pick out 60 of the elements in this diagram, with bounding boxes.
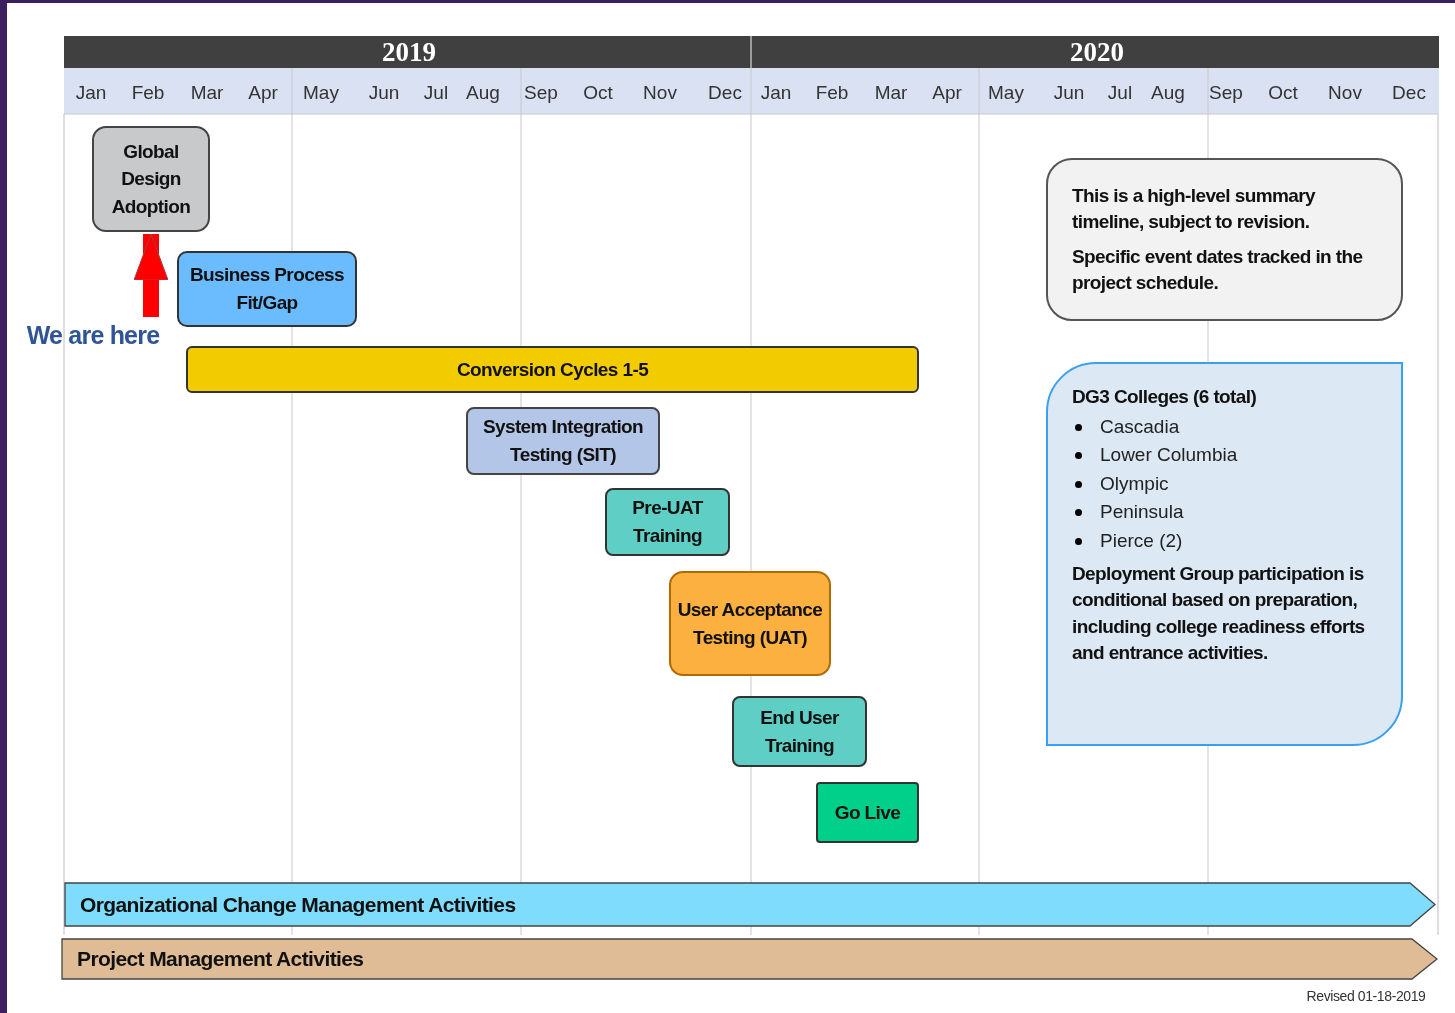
phase-box bbox=[177, 251, 357, 327]
month-label: Dec bbox=[1392, 82, 1426, 104]
phase-bar bbox=[186, 346, 919, 393]
month-label: May bbox=[988, 82, 1024, 104]
month-label: Mar bbox=[190, 82, 224, 104]
location-text: We are here bbox=[14, 318, 172, 352]
month-label: Feb bbox=[815, 82, 849, 104]
phase-label: Pre-UAT Training bbox=[631, 496, 705, 548]
year-label: 2020 bbox=[1070, 36, 1124, 68]
college-list-item: Olympic bbox=[1072, 469, 1377, 499]
revision-note: Revised 01-18-2019 bbox=[1306, 988, 1426, 1004]
college-list-item: Cascadia bbox=[1072, 412, 1377, 442]
month-label: Nov bbox=[1328, 82, 1362, 104]
note-text: This is a high-level summary timeline, subject to revision. bbox=[1072, 184, 1317, 235]
month-label: Feb bbox=[131, 82, 165, 104]
month-label: Apr bbox=[932, 82, 962, 104]
info-box bbox=[1046, 362, 1403, 746]
phase-label: Conversion Cycles 1-5 bbox=[456, 357, 649, 382]
box-paragraph: Deployment Group participation is conditional based on preparation, including college readiness efforts and entrance activities. bbox=[1072, 562, 1366, 665]
phase-label: End User Training bbox=[759, 705, 840, 758]
month-label: Oct bbox=[583, 82, 613, 104]
college-list-item: Lower Columbia bbox=[1072, 441, 1377, 470]
month-label: Dec bbox=[708, 82, 742, 104]
month-label: Jul bbox=[1107, 82, 1133, 104]
phase-box bbox=[466, 407, 660, 475]
phase-box bbox=[605, 488, 730, 556]
college-list-item: Pierce (2) bbox=[1072, 526, 1377, 556]
month-label: Aug bbox=[466, 82, 500, 104]
month-label: Oct bbox=[1268, 82, 1298, 104]
phase-label: Business Process Fit/Gap bbox=[188, 263, 346, 315]
month-label: Jan bbox=[760, 82, 792, 104]
band-label: Project Management Activities bbox=[77, 946, 364, 973]
phase-box bbox=[732, 696, 867, 767]
activity-band bbox=[64, 882, 1436, 927]
month-label: Aug bbox=[1151, 82, 1185, 104]
note-box bbox=[1046, 158, 1403, 321]
month-label: Mar bbox=[874, 82, 908, 104]
phase-box bbox=[669, 571, 831, 676]
month-label: Sep bbox=[1209, 82, 1243, 104]
month-label: Jul bbox=[423, 82, 449, 104]
month-label: Nov bbox=[643, 82, 677, 104]
activity-band bbox=[61, 938, 1438, 980]
phase-label: Go Live bbox=[834, 800, 901, 825]
month-label: Sep bbox=[524, 82, 558, 104]
milestone-box bbox=[92, 126, 210, 232]
phase-label: Global Design Adoption bbox=[110, 139, 192, 219]
band-label: Organizational Change Management Activities bbox=[80, 891, 516, 918]
phase-label: User Acceptance Testing (UAT) bbox=[676, 597, 824, 650]
milestone-box bbox=[816, 782, 919, 843]
month-label: May bbox=[303, 82, 339, 104]
up-arrow bbox=[133, 233, 169, 317]
month-label: Jun bbox=[368, 82, 400, 104]
note-text: Specific event dates tracked in the project schedule. bbox=[1072, 244, 1364, 295]
month-label: Jun bbox=[1053, 82, 1085, 104]
college-list-item: Peninsula bbox=[1072, 498, 1377, 527]
box-heading: DG3 Colleges (6 total) bbox=[1072, 385, 1258, 409]
phase-label: System Integration Testing (SIT) bbox=[481, 415, 645, 467]
month-label: Apr bbox=[248, 82, 278, 104]
year-label: 2019 bbox=[382, 36, 436, 68]
month-label: Jan bbox=[75, 82, 107, 104]
